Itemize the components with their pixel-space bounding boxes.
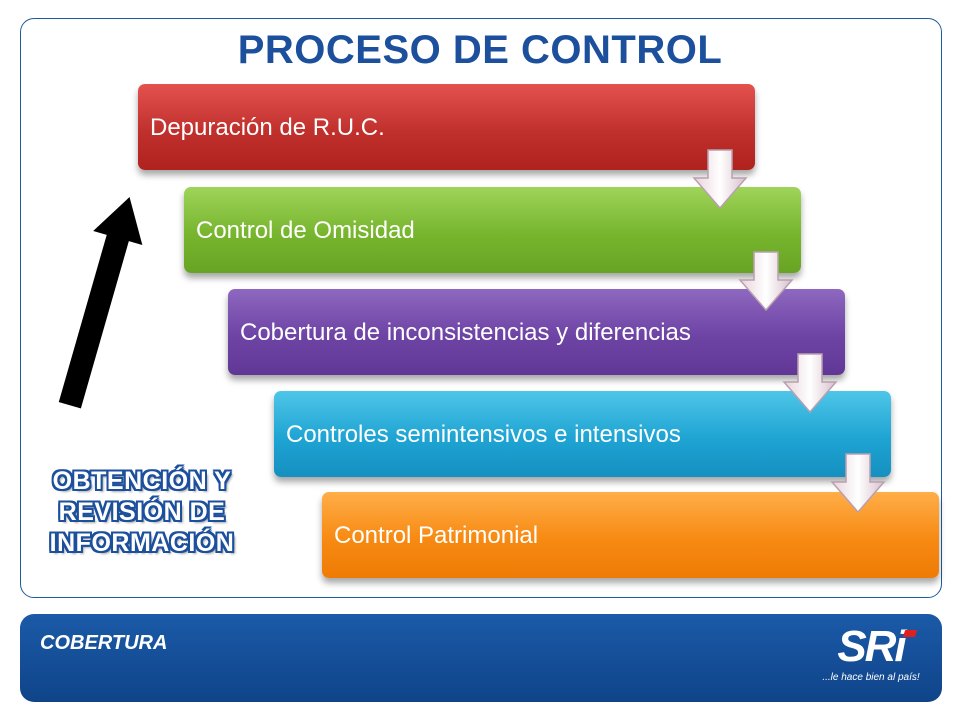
down-arrow-icon — [692, 149, 748, 210]
step-label: Cobertura de inconsistencias y diferenci… — [240, 318, 691, 346]
up-arrow-icon — [52, 187, 150, 415]
step-cobertura-inconsistencias: Cobertura de inconsistencias y diferenci… — [228, 289, 845, 375]
down-arrow-icon — [782, 353, 838, 414]
step-controles-intensivos: Controles semintensivos e intensivos — [274, 391, 891, 477]
footer-section-label: COBERTURA — [40, 632, 168, 654]
step-control-omisidad: Control de Omisidad — [184, 187, 801, 273]
step-label: Control de Omisidad — [196, 216, 415, 244]
sri-logo: SRi ...le hace bien al país! — [816, 622, 926, 694]
step-control-patrimonial: Control Patrimonial — [322, 492, 939, 578]
step-label: Controles semintensivos e intensivos — [286, 420, 681, 448]
step-label: Control Patrimonial — [334, 521, 539, 549]
step-label: Depuración de R.U.C. — [150, 113, 385, 141]
page-title: PROCESO DE CONTROL — [237, 28, 723, 72]
logo-slogan: ...le hace bien al país! — [822, 672, 920, 683]
footer-bar: COBERTURA SRi ...le hace bien al país! — [20, 614, 942, 702]
down-arrow-icon — [830, 453, 886, 514]
step-depuracion-ruc: Depuración de R.U.C. — [138, 84, 755, 170]
side-label: OBTENCIÓN Y REVISIÓN DE INFORMACIÓN — [49, 467, 235, 557]
logo-text: SRi — [837, 622, 906, 671]
down-arrow-icon — [738, 251, 794, 312]
logo-accent-mark — [902, 630, 918, 637]
